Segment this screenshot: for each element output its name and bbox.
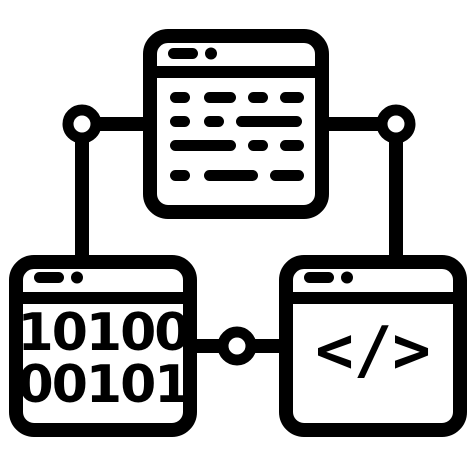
text-line-dash (170, 170, 190, 181)
text-lines (170, 92, 304, 181)
text-line-dash (170, 116, 190, 127)
code-symbol: </> (315, 314, 431, 388)
source-code-window-dot-icon (341, 271, 353, 284)
text-document-window (143, 29, 329, 219)
text-line-dash (236, 116, 302, 127)
connector-lines (75, 117, 403, 353)
binary-line-1: 10100 (18, 303, 189, 363)
text-line-dash (204, 116, 224, 127)
source-code-window: </> (279, 255, 467, 437)
binary-data-window-title-bar-pill (34, 272, 64, 283)
top-left-node-icon (62, 104, 102, 144)
text-line-dash (280, 140, 304, 151)
binary-data-window: 10100 00101 (9, 255, 197, 437)
middle-node-icon (217, 326, 257, 366)
text-line-dash (248, 92, 268, 103)
text-document-window-frame (143, 29, 329, 219)
text-line-dash (170, 140, 236, 151)
text-line-dash (280, 92, 304, 103)
text-line-dash (204, 170, 258, 181)
text-document-window-dot-icon (205, 47, 217, 60)
text-line-dash (248, 140, 268, 151)
source-code-window-title-bar-pill (304, 272, 334, 283)
text-line-dash (270, 170, 304, 181)
top-right-node-icon (376, 104, 416, 144)
text-line-dash (204, 92, 236, 103)
binary-data-window-dot-icon (71, 271, 83, 284)
binary-line-2: 00101 (18, 355, 189, 415)
text-document-window-title-bar-pill (168, 48, 198, 59)
text-line-dash (170, 92, 190, 103)
